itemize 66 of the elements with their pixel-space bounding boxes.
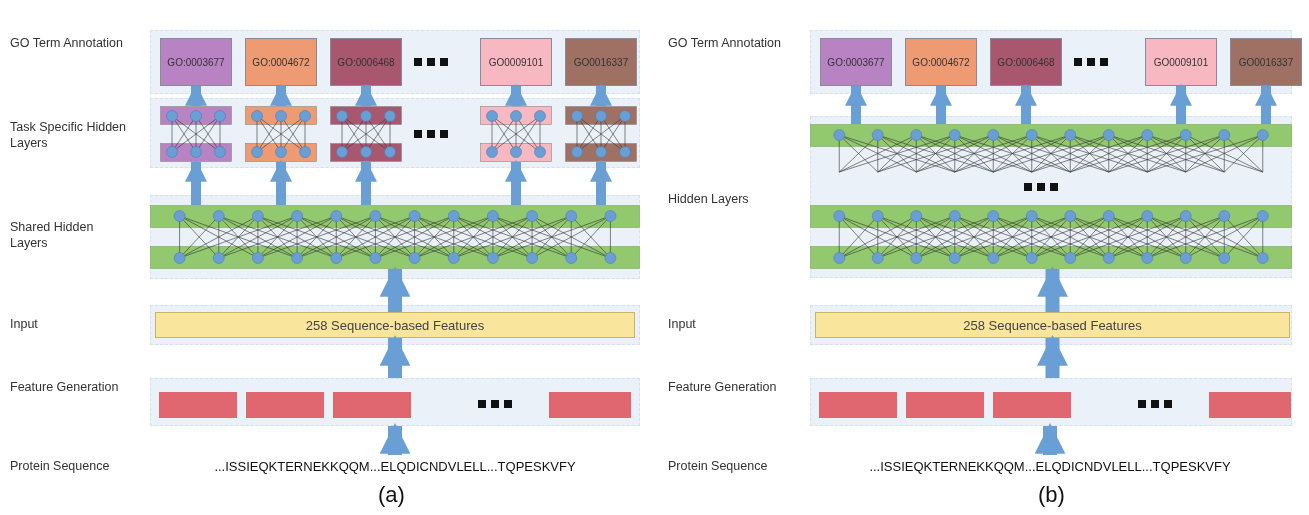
feature-tool-box <box>333 392 411 418</box>
go-term-box: GO:0004672 <box>245 38 317 86</box>
feature-row-panel <box>150 378 640 426</box>
row-label: Feature Generation <box>10 380 120 396</box>
task-layer-block <box>565 106 637 162</box>
arrow <box>355 83 377 106</box>
row-label: Input <box>668 317 697 333</box>
go-term-box: GO:0006468 <box>330 38 402 86</box>
go-term-box: GO0009101 <box>480 38 552 86</box>
arrow <box>845 83 867 124</box>
task-layer-block <box>245 106 317 162</box>
row-label: Protein Sequence <box>10 459 111 475</box>
hidden-layer-block <box>810 205 1292 269</box>
arrow <box>590 83 612 106</box>
arrow <box>1034 422 1066 455</box>
feature-tool-box <box>549 392 631 418</box>
feature-tool-box <box>246 392 324 418</box>
arrow <box>1170 83 1192 124</box>
go-term-box: GO:0003677 <box>820 38 892 86</box>
row-label: GO Term Annotation <box>668 36 783 52</box>
go-term-box: GO:0004672 <box>905 38 977 86</box>
panel-caption: (a) <box>378 482 405 508</box>
task-layer-block <box>480 106 552 162</box>
input-layer-bar: 258 Sequence-based Features <box>155 312 635 338</box>
feature-tool-box <box>1209 392 1291 418</box>
task-layer-block <box>330 106 402 162</box>
input-layer-bar: 258 Sequence-based Features <box>815 312 1290 338</box>
arrow <box>379 422 411 455</box>
hidden-layer-block <box>810 124 1292 174</box>
row-label: Shared Hidden Layers <box>10 220 95 252</box>
go-term-box: GO:0003677 <box>160 38 232 86</box>
protein-sequence: ...ISSIEQKTERNEKKQQM...ELQDICNDVLELL...TQPESKVFY <box>815 455 1285 477</box>
arrow <box>1037 265 1068 312</box>
protein-sequence: ...ISSIEQKTERNEKKQQM...ELQDICNDVLELL...TQPESKVFY <box>160 455 630 477</box>
row-label: GO Term Annotation <box>10 36 125 52</box>
row-label: Hidden Layers <box>668 192 750 208</box>
arrow <box>1015 83 1037 124</box>
arrow <box>355 159 377 205</box>
feature-tool-box <box>906 392 984 418</box>
panel-caption: (b) <box>1038 482 1065 508</box>
go-term-box: GO0016337 <box>565 38 637 86</box>
arrow <box>505 83 527 106</box>
hidden-layer-block <box>150 205 640 269</box>
arrow <box>270 159 292 205</box>
arrow <box>270 83 292 106</box>
feature-row-panel <box>810 378 1292 426</box>
arrow <box>379 334 411 378</box>
row-label: Feature Generation <box>668 380 778 396</box>
row-label: Protein Sequence <box>668 459 769 475</box>
arrow <box>185 159 207 205</box>
feature-tool-box <box>993 392 1071 418</box>
go-term-box: GO0009101 <box>1145 38 1217 86</box>
arrow <box>1255 83 1277 124</box>
row-label: Input <box>10 317 39 333</box>
arrow <box>930 83 952 124</box>
arrow <box>185 83 207 106</box>
go-term-box: GO:0006468 <box>990 38 1062 86</box>
arrow <box>379 265 411 312</box>
feature-tool-box <box>819 392 897 418</box>
arrow <box>505 159 527 205</box>
go-term-box: GO0016337 <box>1230 38 1302 86</box>
row-label: Task Specific Hidden Layers <box>10 120 128 152</box>
arrow <box>590 159 612 205</box>
feature-tool-box <box>159 392 237 418</box>
arrow <box>1037 334 1068 378</box>
task-layer-block <box>160 106 232 162</box>
